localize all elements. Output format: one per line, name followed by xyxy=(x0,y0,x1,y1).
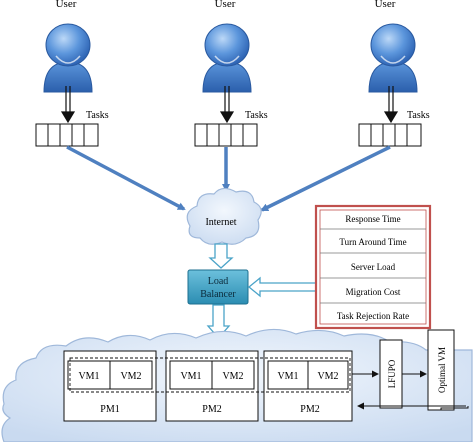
vm-group-dashed-outline xyxy=(69,357,351,393)
vm-label: VM1 xyxy=(78,371,99,382)
task-queue-1 xyxy=(35,123,99,147)
double-arrow-1 xyxy=(65,86,71,112)
metric-migration-cost: Migration Cost xyxy=(346,287,401,297)
metric-response-time: Response Time xyxy=(345,214,400,224)
arrow-queue3-internet xyxy=(260,145,391,212)
user-3: User xyxy=(368,0,418,93)
optimal-return-bracket xyxy=(440,406,469,410)
pm-label: PM2 xyxy=(300,404,319,415)
metric-turn-around-time: Turn Around Time xyxy=(339,237,406,247)
vm-label: VM1 xyxy=(277,371,298,382)
tasks-label: Tasks xyxy=(407,110,430,121)
metrics-to-lb-arrow xyxy=(247,276,317,298)
user-label: User xyxy=(375,0,396,10)
vm-label: VM2 xyxy=(120,371,141,382)
pm-label: PM2 xyxy=(202,404,221,415)
user-label: User xyxy=(56,0,77,10)
task-queue-3 xyxy=(358,123,422,147)
metrics-panel: Response Time Turn Around Time Server Lo… xyxy=(314,204,432,330)
vm-label: VM2 xyxy=(222,371,243,382)
double-arrow-3 xyxy=(388,86,394,112)
metric-task-rejection-rate: Task Rejection Rate xyxy=(337,311,409,321)
vm-label: VM1 xyxy=(180,371,201,382)
task-queue-2 xyxy=(194,123,258,147)
double-arrow-2 xyxy=(224,86,230,112)
optimal-vm-box: Optimal VM xyxy=(427,329,455,411)
user-1: User xyxy=(43,0,93,93)
user-icon xyxy=(368,23,418,93)
user-to-queue-arrows xyxy=(60,86,399,124)
lb-label-line1: Load xyxy=(208,276,229,287)
arrow-queue1-internet xyxy=(66,145,186,211)
metric-server-load: Server Load xyxy=(351,262,396,272)
pm2-right: VM1 VM2 PM2 xyxy=(263,350,353,422)
pm1: VM1 VM2 PM1 xyxy=(63,350,157,422)
lb-label-line2: Balancer xyxy=(200,289,236,300)
user-icon xyxy=(43,23,93,93)
tasks-label: Tasks xyxy=(86,110,109,121)
queue-to-internet-arrows xyxy=(66,145,391,212)
user-2: User xyxy=(202,0,252,93)
pm2-middle: VM1 VM2 PM2 xyxy=(165,350,259,422)
load-balancer: Load Balancer xyxy=(187,269,249,305)
internet-label: Internet xyxy=(205,217,236,228)
lfupo-label: LFUPO xyxy=(387,359,397,388)
internet-to-lb-arrow xyxy=(208,243,234,269)
vm-label: VM2 xyxy=(317,371,338,382)
lfupo-box: LFUPO xyxy=(379,339,403,409)
optimal-vm-label: Optimal VM xyxy=(437,347,447,393)
tasks-label: Tasks xyxy=(245,110,268,121)
user-label: User xyxy=(215,0,236,10)
internet-cloud: Internet xyxy=(186,187,262,245)
user-icon xyxy=(202,23,252,93)
bottom-flow-arrows xyxy=(352,370,469,410)
pm-label: PM1 xyxy=(100,404,119,415)
